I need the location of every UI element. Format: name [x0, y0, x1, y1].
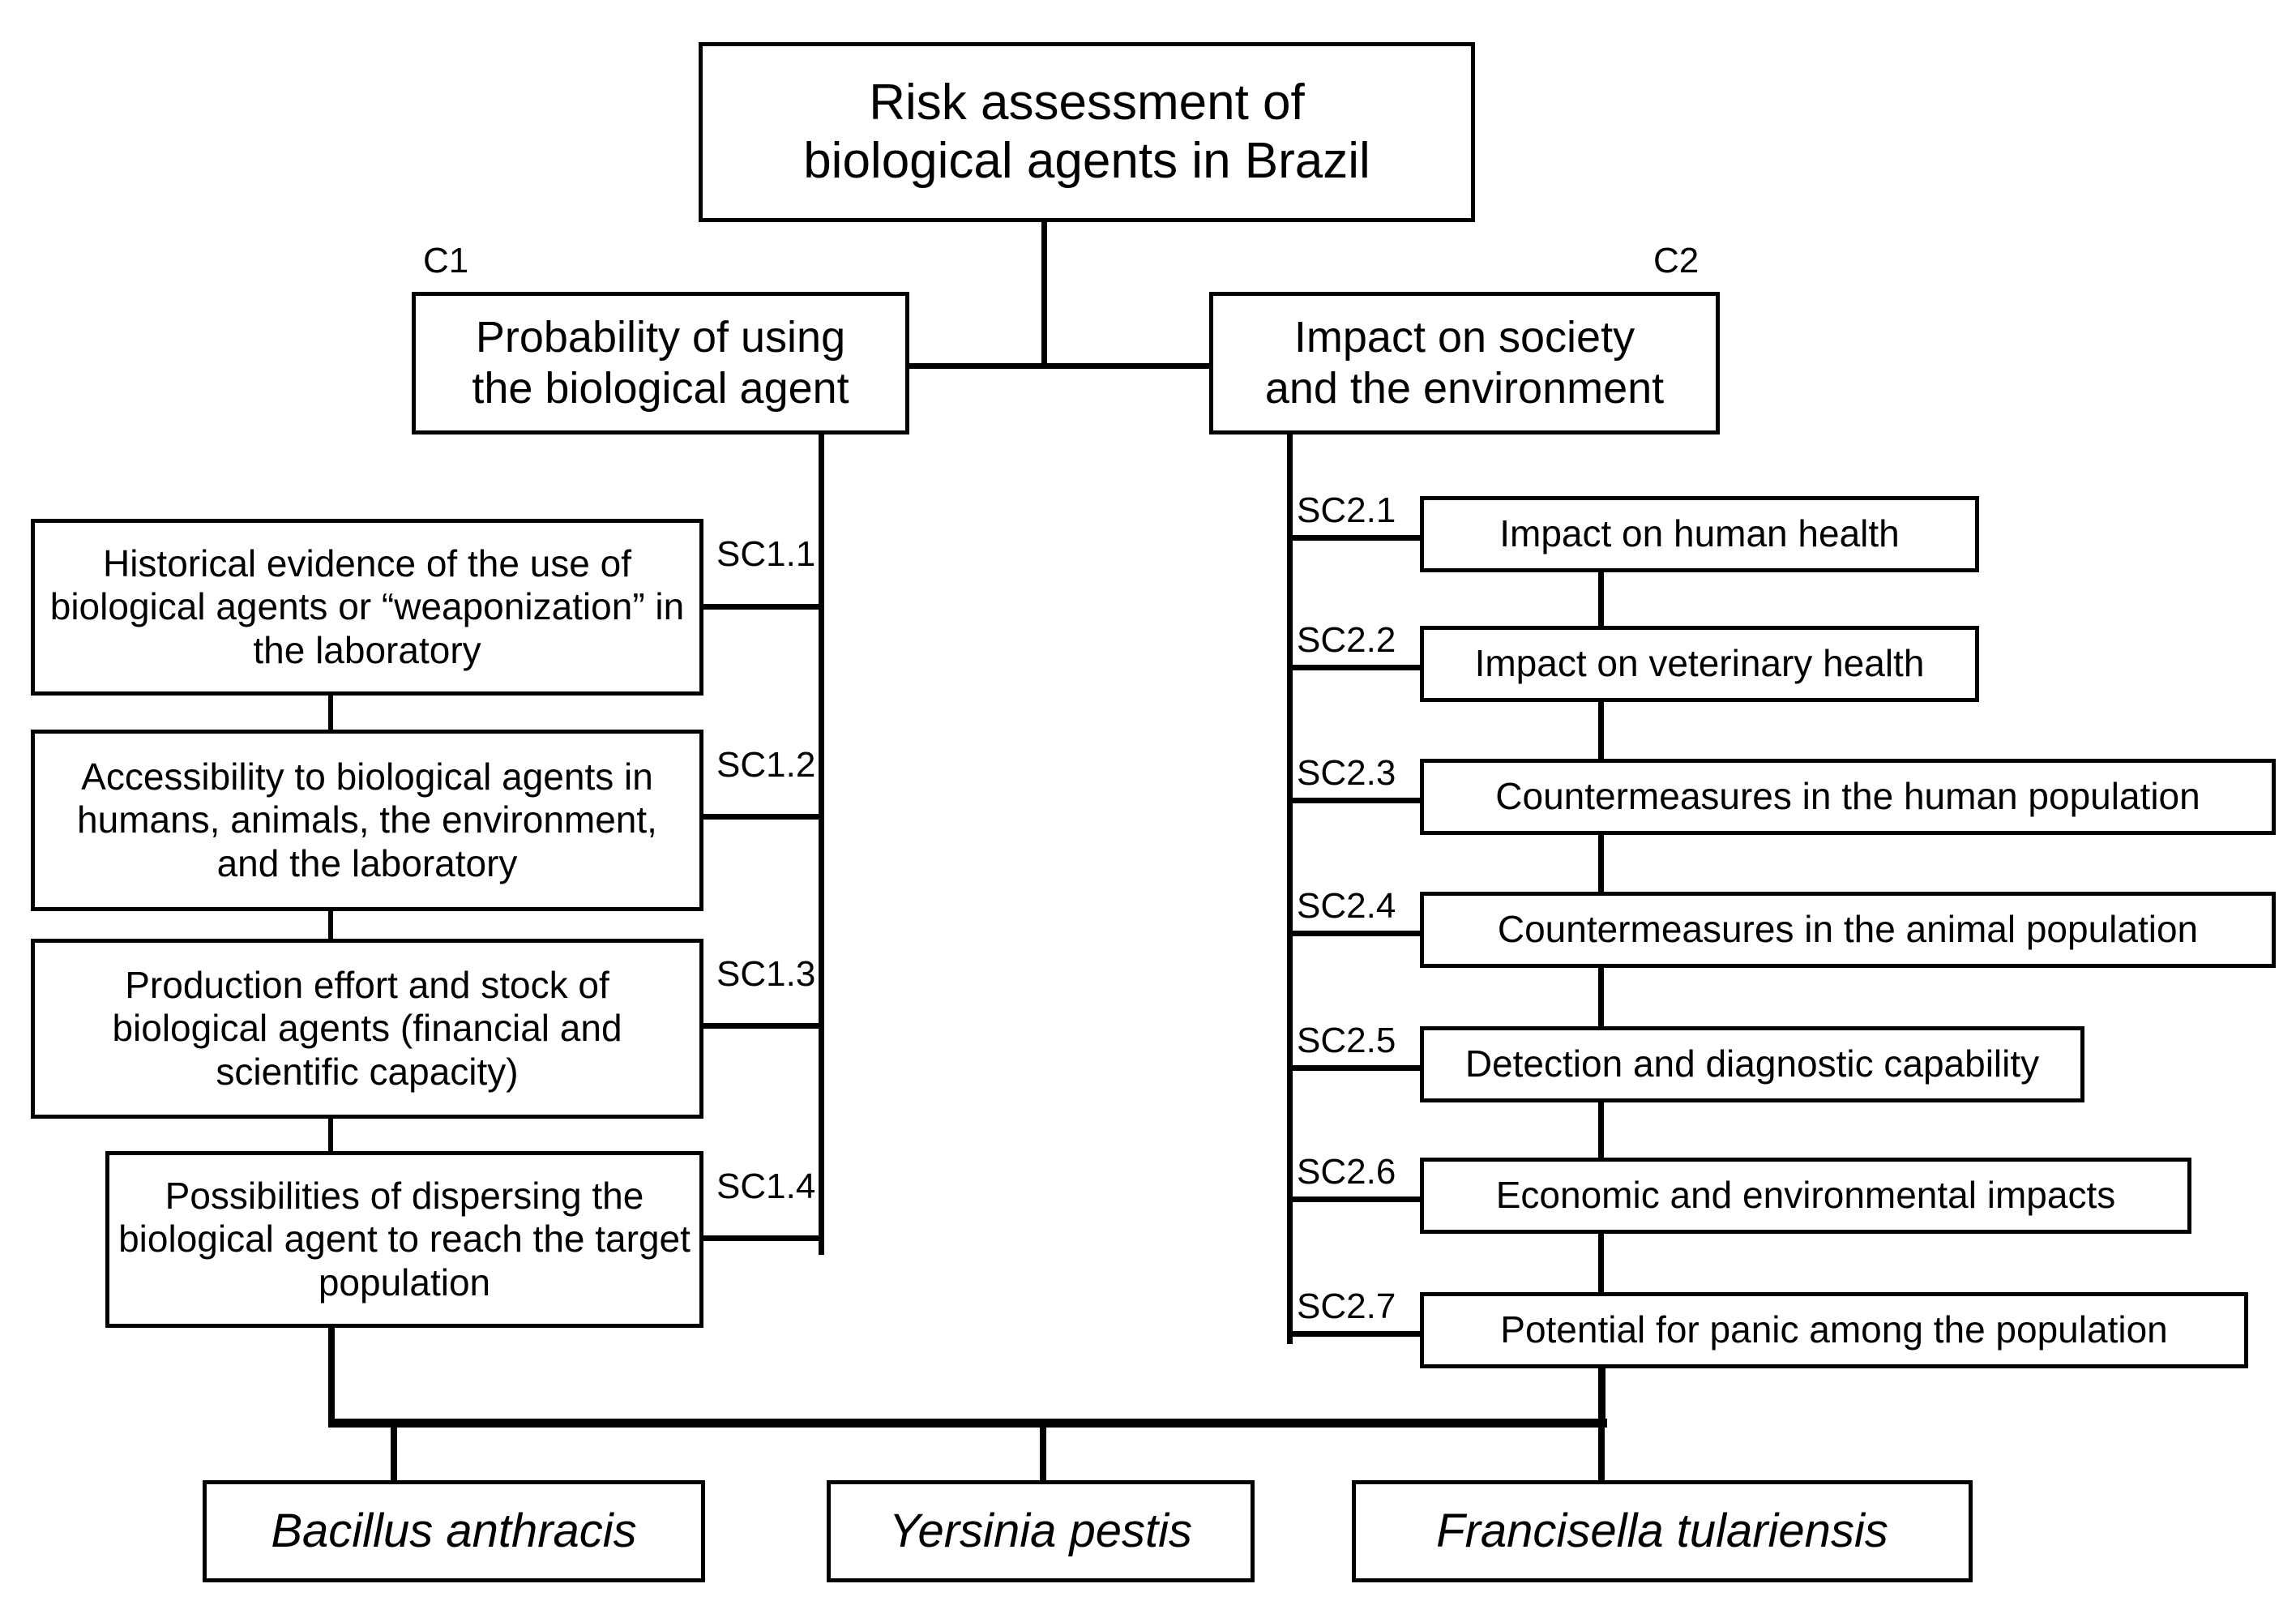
connector-sc1-4-branch	[700, 1235, 823, 1241]
connector-sc2-2-branch	[1287, 665, 1425, 670]
connector-drop-bacillus	[391, 1423, 397, 1482]
subcriterion-sc2-4-label: Countermeasures in the animal population	[1497, 908, 2199, 951]
subcriterion-sc1-1-label: Historical evidence of the use of biolog…	[49, 542, 685, 671]
connector-drop-yersinia	[1040, 1423, 1046, 1482]
connector-sc2-chain-5-6	[1598, 1102, 1604, 1158]
connector-sc2-7-branch	[1287, 1331, 1425, 1337]
connector-sc2-chain-1-2	[1598, 572, 1604, 626]
criterion-tag-c1: C1	[423, 241, 469, 280]
subcriterion-tag-sc1-1: SC1.1	[716, 534, 816, 574]
subcriterion-tag-sc2-5: SC2.5	[1297, 1021, 1396, 1060]
subcriterion-node-sc2-1[interactable]: Impact on human health	[1420, 496, 1979, 572]
criterion-node-c2[interactable]: Impact on society and the environment	[1209, 292, 1720, 434]
alternative-yersinia-label: Yersinia pestis	[889, 1505, 1192, 1558]
connector-sc1-4-to-bottom-bar	[328, 1326, 335, 1425]
subcriterion-tag-sc2-6: SC2.6	[1297, 1152, 1396, 1192]
connector-alternatives-bar	[328, 1419, 1607, 1428]
subcriterion-tag-sc1-3: SC1.3	[716, 954, 816, 994]
alternative-francisella-label: Francisella tulariensis	[1436, 1505, 1888, 1558]
subcriterion-node-sc2-4[interactable]: Countermeasures in the animal population	[1420, 892, 2276, 968]
connector-sc1-1-to-sc1-2	[328, 694, 333, 731]
connector-sc1-3-branch	[700, 1023, 823, 1029]
subcriterion-node-sc1-1[interactable]: Historical evidence of the use of biolog…	[31, 519, 703, 696]
root-node-risk-assessment[interactable]: Risk assessment of biological agents in …	[699, 42, 1475, 222]
connector-drop-francisella	[1598, 1423, 1605, 1482]
connector-sc2-chain-2-3	[1598, 702, 1604, 759]
criterion-c2-label: Impact on society and the environment	[1264, 313, 1665, 413]
connector-sc2-chain-4-5	[1598, 968, 1604, 1026]
connector-sc2-chain-6-7	[1598, 1234, 1604, 1292]
subcriterion-node-sc2-2[interactable]: Impact on veterinary health	[1420, 626, 1979, 702]
subcriterion-sc2-1-label: Impact on human health	[1499, 512, 1900, 555]
subcriterion-sc2-5-label: Detection and diagnostic capability	[1464, 1042, 2040, 1085]
subcriterion-node-sc2-6[interactable]: Economic and environmental impacts	[1420, 1158, 2191, 1234]
criterion-node-c1[interactable]: Probability of using the biological agen…	[412, 292, 909, 434]
connector-sc2-chain-3-4	[1598, 835, 1604, 892]
alternative-node-yersinia-pestis[interactable]: Yersinia pestis	[827, 1480, 1255, 1582]
subcriterion-sc1-3-label: Production effort and stock of biologica…	[112, 963, 622, 1093]
subcriterion-node-sc2-5[interactable]: Detection and diagnostic capability	[1420, 1026, 2084, 1102]
subcriterion-sc1-4-label: Possibilities of dispersing the biologic…	[118, 1174, 691, 1303]
subcriterion-tag-sc2-3: SC2.3	[1297, 753, 1396, 793]
connector-sc1-3-to-sc1-4	[328, 1117, 333, 1153]
connector-sc1-2-branch	[700, 814, 823, 820]
subcriterion-node-sc2-7[interactable]: Potential for panic among the population	[1420, 1292, 2248, 1368]
connector-sc2-3-branch	[1287, 798, 1425, 803]
subcriterion-node-sc2-3[interactable]: Countermeasures in the human population	[1420, 759, 2276, 835]
subcriterion-tag-sc1-2: SC1.2	[716, 745, 816, 785]
subcriterion-sc2-7-label: Potential for panic among the population	[1500, 1308, 2168, 1351]
subcriterion-tag-sc2-4: SC2.4	[1297, 886, 1396, 926]
connector-root-drop	[1041, 222, 1047, 366]
connector-c1-spine	[819, 434, 824, 1255]
subcriterion-sc2-3-label: Countermeasures in the human population	[1495, 775, 2200, 818]
subcriterion-tag-sc2-7: SC2.7	[1297, 1286, 1396, 1326]
connector-sc2-6-branch	[1287, 1196, 1425, 1202]
subcriterion-sc1-2-label: Accessibility to biological agents in hu…	[77, 755, 657, 884]
connector-sc2-7-to-bottom-bar	[1598, 1368, 1605, 1425]
criterion-c1-label: Probability of using the biological agen…	[472, 313, 849, 413]
criterion-tag-c2: C2	[1653, 241, 1700, 280]
connector-sc2-1-branch	[1287, 535, 1425, 541]
subcriterion-tag-sc1-4: SC1.4	[716, 1167, 816, 1206]
subcriterion-sc2-2-label: Impact on veterinary health	[1474, 642, 1925, 685]
root-node-label: Risk assessment of biological agents in …	[803, 75, 1370, 189]
subcriterion-node-sc1-4[interactable]: Possibilities of dispersing the biologic…	[105, 1151, 703, 1328]
subcriterion-node-sc1-3[interactable]: Production effort and stock of biologica…	[31, 939, 703, 1119]
subcriterion-sc2-6-label: Economic and environmental impacts	[1495, 1174, 2116, 1217]
connector-c2-spine-upper	[1287, 434, 1293, 1344]
subcriterion-tag-sc2-1: SC2.1	[1297, 490, 1396, 530]
alternative-node-francisella-tulariensis[interactable]: Francisella tulariensis	[1352, 1480, 1973, 1582]
alternative-bacillus-label: Bacillus anthracis	[271, 1505, 637, 1558]
subcriterion-node-sc1-2[interactable]: Accessibility to biological agents in hu…	[31, 730, 703, 911]
connector-sc1-2-to-sc1-3	[328, 910, 333, 940]
connector-sc2-5-branch	[1287, 1065, 1425, 1071]
alternative-node-bacillus-anthracis[interactable]: Bacillus anthracis	[203, 1480, 705, 1582]
subcriterion-tag-sc2-2: SC2.2	[1297, 620, 1396, 660]
connector-criteria-bar	[906, 363, 1212, 369]
connector-sc2-4-branch	[1287, 931, 1425, 936]
connector-sc1-1-branch	[700, 604, 823, 610]
